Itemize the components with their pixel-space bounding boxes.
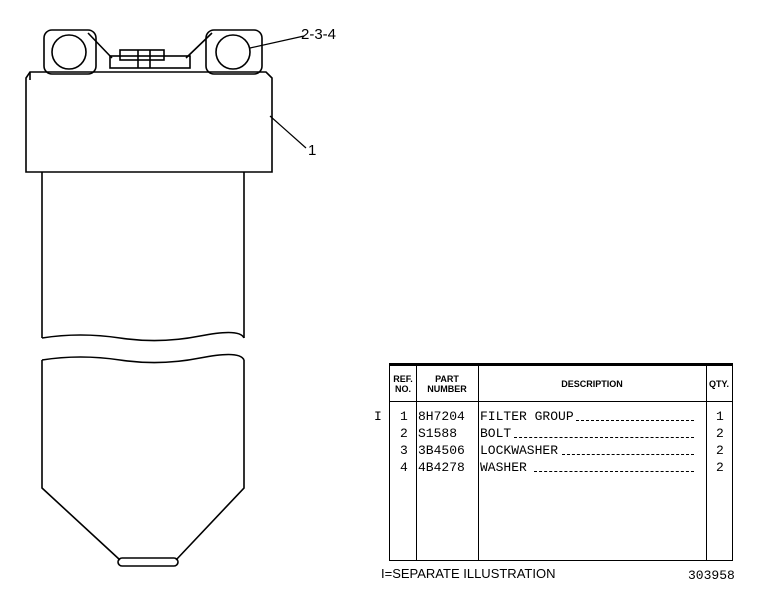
row-qty: 2 xyxy=(716,426,724,441)
row-leader xyxy=(534,471,694,472)
row-leader xyxy=(514,437,694,438)
row-part: 8H7204 xyxy=(418,409,465,424)
header-qty: QTY. xyxy=(708,379,729,389)
col-divider-desc xyxy=(706,366,707,560)
row-qty: 2 xyxy=(716,443,724,458)
header-ref: REF. NO. xyxy=(393,374,413,394)
center-bolt-boss xyxy=(109,49,191,69)
header-description: DESCRIPTION xyxy=(561,379,623,389)
row-desc: BOLT xyxy=(480,426,512,441)
col-divider-part xyxy=(478,366,479,560)
row-marker: I xyxy=(374,409,382,424)
row-leader xyxy=(562,454,694,455)
footer-note: I=SEPARATE ILLUSTRATION xyxy=(381,566,556,581)
row-qty: 1 xyxy=(716,409,724,424)
col-divider-ref xyxy=(416,366,417,560)
callout-2-3-4: 2-3-4 xyxy=(301,26,337,43)
filter-body-lower xyxy=(41,353,245,567)
header-divider xyxy=(390,401,732,402)
left-fitting xyxy=(43,29,113,75)
leader-lines xyxy=(249,35,307,149)
header-part-number: PART NUMBER xyxy=(427,374,467,394)
row-desc: LOCKWASHER xyxy=(480,443,559,458)
row-ref: 3 xyxy=(400,443,408,458)
row-ref: 2 xyxy=(400,426,408,441)
row-leader xyxy=(576,420,694,421)
row-part: 3B4506 xyxy=(418,443,465,458)
row-ref: 1 xyxy=(400,409,408,424)
filter-group-drawing xyxy=(25,29,307,567)
row-desc: FILTER GROUP xyxy=(480,409,574,424)
row-part: S1588 xyxy=(418,426,458,441)
filter-head xyxy=(25,71,273,173)
filter-body-upper xyxy=(41,172,245,342)
row-ref: 4 xyxy=(400,460,408,475)
row-part: 4B4278 xyxy=(418,460,465,475)
drawing-number: 303958 xyxy=(688,568,735,583)
callout-1: 1 xyxy=(308,142,317,159)
parts-table: REF. NO. PART NUMBER DESCRIPTION QTY. I … xyxy=(374,363,733,561)
row-desc: WASHER xyxy=(480,460,527,475)
right-fitting xyxy=(185,29,263,75)
row-qty: 2 xyxy=(716,460,724,475)
